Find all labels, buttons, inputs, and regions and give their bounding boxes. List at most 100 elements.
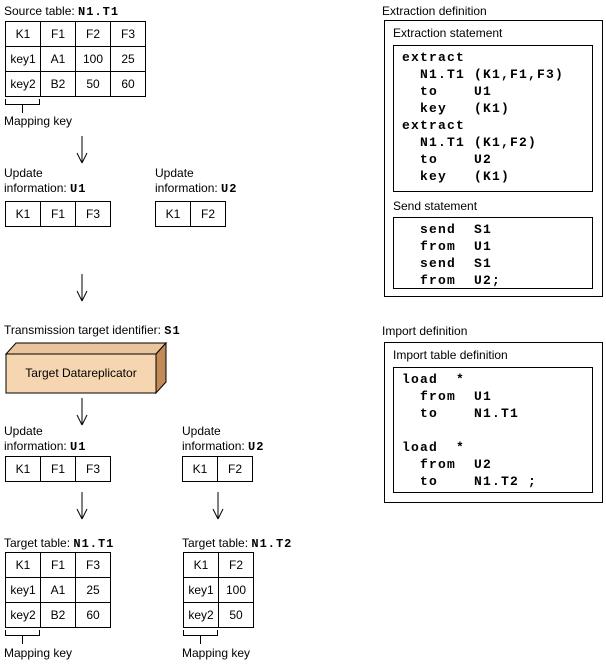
code-line: extract [402, 118, 466, 133]
down-arrow-icon [76, 398, 88, 426]
table-cell: key1 [183, 577, 219, 603]
source-mapping-key-label: Mapping key [4, 114, 73, 128]
table-cell: 100 [218, 577, 254, 603]
target-t2-mapping-key-bracket-tick [200, 636, 201, 644]
import-table-definition-code: load * from U1 to N1.T1 load * from U2 to… [393, 367, 593, 493]
replicator-box-front-face [5, 353, 157, 394]
table-cell: K1 [5, 201, 41, 227]
table-cell: 50 [218, 602, 254, 628]
update-info-u2-top-code: U2 [221, 182, 238, 196]
table-cell: 25 [110, 46, 146, 72]
table-cell: F2 [75, 21, 111, 47]
table-cell: F2 [190, 201, 226, 227]
table-cell: K1 [155, 201, 191, 227]
import-definition-title: Import definition [382, 324, 468, 338]
code-line: to N1.T1 [402, 406, 520, 421]
code-line: send S1 [402, 222, 493, 237]
target-t1-mapping-key-label: Mapping key [4, 646, 73, 660]
update-info-u2-top-prefix: information: [155, 181, 222, 195]
target-datareplicator-box [4, 341, 168, 395]
code-line: from U1 [402, 239, 493, 254]
table-cell: A1 [40, 577, 76, 603]
code-line: load * [402, 440, 466, 455]
source-mapping-key-bracket-tick [22, 105, 23, 113]
table-cell: F1 [40, 201, 76, 227]
table-cell: key1 [5, 577, 41, 603]
table-cell: F1 [40, 21, 76, 47]
update-info-u1-bottom-label-line1: Update [4, 424, 43, 438]
table-cell: 50 [75, 71, 111, 97]
table-cell: 60 [75, 602, 111, 628]
replicator-box-top-face [4, 342, 168, 355]
code-line: to U2 [402, 152, 493, 167]
update-info-u2-top-label-line2: information: U2 [155, 181, 237, 196]
source-table-title-prefix: Source table: [4, 4, 79, 18]
table-cell: B2 [40, 71, 76, 97]
source-mapping-key-bracket [5, 99, 40, 105]
code-line: load * [402, 372, 466, 387]
target-t2-mapping-key-label: Mapping key [182, 646, 251, 660]
target-table-t2-title: Target table: N1.T2 [182, 536, 292, 551]
code-line: N1.T1 (K1,F1,F3) [402, 67, 565, 82]
source-table-name-code: N1.T1 [78, 5, 120, 19]
table-cell: B2 [40, 602, 76, 628]
target-table-t1-name-code: N1.T1 [73, 537, 115, 551]
code-line: from U2; [402, 273, 502, 288]
update-info-u1-top-label-line2: information: U1 [4, 181, 86, 196]
update-info-u1-bottom-label-line2: information: U1 [4, 439, 86, 454]
source-table-title: Source table: N1.T1 [4, 4, 119, 19]
code-line: send S1 [402, 256, 493, 271]
down-arrow-icon [76, 136, 88, 164]
table-cell: 25 [75, 577, 111, 603]
down-arrow-icon [212, 492, 224, 520]
target-table-t2-name-code: N1.T2 [251, 537, 293, 551]
update-info-u1-bottom-prefix: information: [4, 439, 71, 453]
table-cell: key2 [183, 602, 219, 628]
table-cell: A1 [40, 46, 76, 72]
table-cell: F1 [40, 552, 76, 578]
table-cell: key1 [5, 46, 41, 72]
code-line: key (K1) [402, 169, 511, 184]
extraction-definition-title: Extraction definition [382, 4, 487, 18]
update-info-u1-top-label-line1: Update [4, 166, 43, 180]
extraction-statement-code: extract N1.T1 (K1,F1,F3) to U1 key (K1)e… [393, 45, 593, 192]
update-info-u1-top-prefix: information: [4, 181, 71, 195]
send-statement-code: send S1 from U1 send S1 from U2; [393, 217, 593, 289]
down-arrow-icon [76, 274, 88, 302]
update-info-u2-bottom-code: U2 [248, 440, 265, 454]
table-cell: F1 [40, 456, 76, 482]
table-cell: K1 [183, 552, 219, 578]
code-line: from U1 [402, 389, 493, 404]
transmission-target-code: S1 [164, 324, 181, 338]
target-table-t1-title: Target table: N1.T1 [4, 536, 114, 551]
target-datareplicator-label: Target Datareplicator [25, 366, 137, 380]
table-cell: F3 [110, 21, 146, 47]
target-table-t1-title-prefix: Target table: [4, 536, 74, 550]
table-cell: F3 [75, 456, 111, 482]
code-line: from U2 [402, 457, 493, 472]
transmission-target-prefix: Transmission target identifier: [4, 323, 165, 337]
table-cell: F2 [217, 456, 253, 482]
target-t1-mapping-key-bracket-tick [22, 636, 23, 644]
table-cell: 60 [110, 71, 146, 97]
update-info-u2-bottom-prefix: information: [182, 439, 249, 453]
code-line: key (K1) [402, 101, 511, 116]
code-line: to N1.T2 ; [402, 474, 538, 489]
code-line: extract [402, 50, 466, 65]
send-statement-title: Send statement [393, 199, 478, 213]
